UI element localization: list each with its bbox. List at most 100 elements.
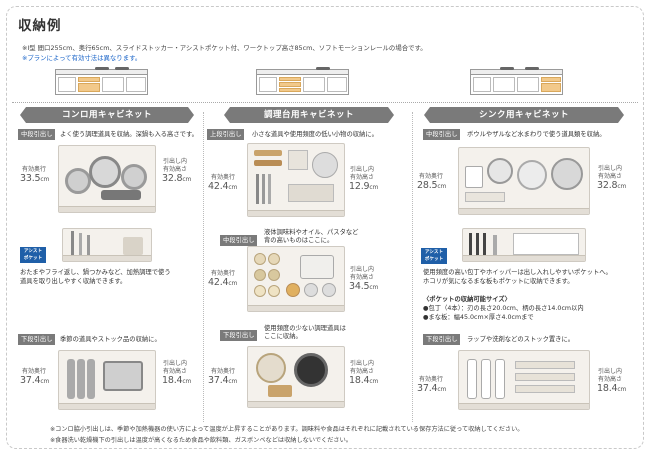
container (288, 184, 334, 202)
knife (476, 233, 479, 257)
turner (79, 233, 82, 257)
middle-drawer-tag: 中段引出し (220, 235, 258, 246)
wrap-roll (515, 385, 575, 393)
depth-value: 37.4cm (20, 375, 50, 386)
utensil (262, 174, 265, 204)
portable-stove (103, 361, 143, 391)
worktop-middle-drawer-illustration (247, 246, 345, 312)
utensil (256, 174, 259, 204)
sink-middle-drawer-illustration (458, 147, 590, 215)
depth-value: 42.4cm (208, 277, 238, 288)
worktop-upper-drawer-illustration (247, 143, 345, 217)
tray (465, 192, 505, 202)
wrap-roll (515, 361, 575, 369)
depth-value: 37.4cm (208, 375, 238, 386)
height-value: 18.4cm (597, 383, 627, 394)
height-label: 引出し内 (598, 165, 623, 172)
jar (286, 283, 300, 297)
plate (256, 353, 286, 383)
lower-drawer-tag: 下段引出し (423, 334, 461, 345)
height-value: 18.4cm (162, 375, 192, 386)
wrap-roll (515, 373, 575, 381)
footnote-1: ※コンロ脇小引出しは、季節や加熱機器の使い方によって温度が上昇することがあります… (50, 426, 524, 433)
cutting-board (268, 385, 292, 397)
height-value: 18.4cm (349, 375, 379, 386)
height-value: 32.8cm (597, 180, 627, 191)
kitchen-diagram-sink (470, 66, 563, 96)
bottle-cap (268, 253, 280, 265)
column-divider (412, 112, 413, 422)
middle-drawer-tag: 中段引出し (18, 129, 56, 140)
detergent-bottle (467, 359, 477, 399)
middle-drawer-tag: 中段引出し (423, 129, 461, 140)
worktop-lower-drawer-illustration (247, 346, 345, 408)
height-value: 12.9cm (349, 181, 379, 192)
assist-pocket-text: おたまやフライ返し、鍋つかみなど、加熱調理で使う 道具を取り出しやすく収納できま… (20, 269, 171, 286)
depth-value: 37.4cm (417, 383, 447, 394)
lower-drawer-tag: 下段引出し (18, 334, 56, 345)
bowl (487, 158, 513, 184)
tray (288, 150, 308, 170)
height-label: 有効高さ (163, 368, 188, 375)
height-label: 引出し内 (350, 266, 375, 273)
frying-pan (101, 190, 141, 200)
utensil (268, 174, 271, 204)
frying-pan (294, 353, 328, 387)
height-label: 引出し内 (350, 166, 375, 173)
lower-drawer-desc: 季節の道具やストック品の収納に。 (60, 336, 161, 343)
height-label: 有効高さ (598, 173, 623, 180)
lid (312, 152, 338, 178)
pot (121, 164, 147, 190)
gas-canister (67, 359, 75, 399)
height-label: 有効高さ (350, 368, 375, 375)
assist-pocket-badge: アシストポケット (421, 248, 447, 264)
depth-label: 有効奥行 (211, 368, 236, 375)
height-label: 有効高さ (350, 174, 375, 181)
bottle-cap (268, 285, 280, 297)
cutting-board (513, 233, 579, 255)
container (300, 255, 334, 279)
stove-cabinet-header: コンロ用キャビネット (20, 107, 194, 123)
height-value: 32.8cm (162, 173, 192, 184)
height-label: 引出し内 (163, 158, 188, 165)
tongs (87, 235, 90, 257)
bottle-cap (254, 269, 266, 281)
depth-value: 33.5cm (20, 173, 50, 184)
depth-label: 有効奥行 (22, 368, 47, 375)
cutlery (254, 160, 282, 166)
upper-drawer-desc: 小さな道具や使用頻度の低い小物の収納に。 (252, 131, 378, 138)
gas-canister (77, 359, 85, 399)
pot (89, 156, 121, 188)
canister (465, 166, 483, 188)
cutlery (254, 150, 282, 156)
height-label: 有効高さ (598, 376, 623, 383)
lower-drawer-tag: 下段引出し (220, 330, 258, 341)
depth-label: 有効奥行 (22, 166, 47, 173)
bowl (551, 158, 583, 190)
divider-line (12, 102, 638, 103)
spec-note: ※I型 間口255cm、奥行65cm、スライドストッカー・アシストポケット付、ワ… (22, 44, 427, 52)
knife (483, 233, 486, 257)
bottle-cap (254, 285, 266, 297)
gas-canister (87, 359, 95, 399)
sink-cabinet-header: シンク用キャビネット (424, 107, 624, 123)
height-label: 有効高さ (163, 166, 188, 173)
upper-drawer-tag: 上段引出し (207, 129, 245, 140)
pot-holder (123, 237, 143, 255)
middle-drawer-desc: 液体調味料やオイル、パスタなど 背の高いものはここに。 (264, 229, 359, 245)
depth-value: 28.5cm (417, 180, 447, 191)
assist-pocket-badge: アシストポケット (20, 247, 46, 263)
jar (304, 283, 318, 297)
strainer (517, 160, 547, 190)
assist-pocket-text: 使用頻度の高い包丁やホイッパーは出し入れしやすいポケットへ。 ホコリが気になるま… (423, 269, 612, 286)
lower-drawer-desc: 使用頻度の少ない調理道具は ここに収納。 (264, 325, 346, 341)
bottle-cap (254, 253, 266, 265)
lower-drawer-desc: ラップや洗剤などのストック置きに。 (467, 336, 575, 343)
sink-lower-drawer-illustration (458, 350, 590, 410)
worktop-cabinet-header: 調理台用キャビネット (224, 107, 394, 123)
height-value: 34.5cm (349, 281, 379, 292)
height-label: 引出し内 (350, 360, 375, 367)
plan-note: ※プランによって有効寸法は異なります。 (22, 54, 142, 62)
pocket-size-info: 〈ポケットの収納可能サイズ〉 ●包丁（4本）：刃の長さ20.0cm、柄の長さ14… (423, 296, 584, 322)
stove-lower-drawer-illustration (58, 350, 156, 410)
